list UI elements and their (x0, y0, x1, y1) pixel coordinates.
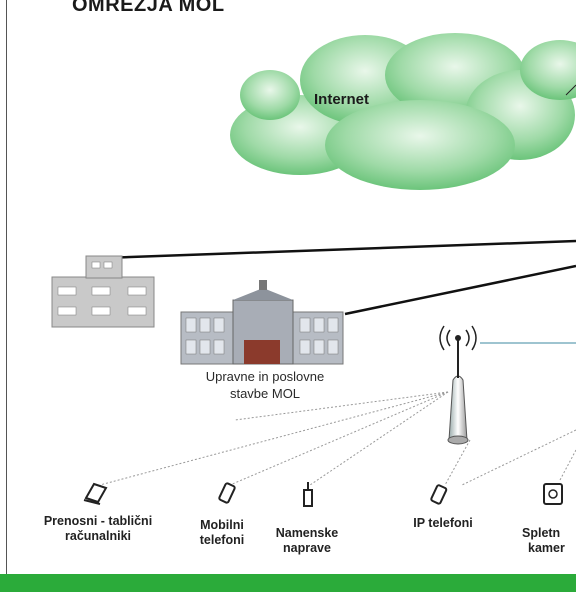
internet-cloud-icon (230, 33, 576, 190)
mobile-phone-icon (218, 482, 236, 504)
backbone-line (102, 239, 576, 260)
device-label-line1: Prenosni - tablični (43, 514, 153, 528)
footer-bar (0, 574, 576, 592)
wireless-tower-icon (439, 325, 477, 445)
device-label-ip-phones: IP telefoni (396, 516, 490, 531)
device-label-line1: Mobilni (200, 518, 244, 532)
diagram-frame (6, 0, 576, 574)
building-label: Upravne in poslovne stavbe MOL (175, 368, 355, 402)
device-label-line2: kamer (528, 541, 565, 555)
internet-label: Internet (314, 91, 370, 108)
cloud-link-line (565, 84, 576, 96)
laptop-icon (83, 482, 108, 505)
device-label-webcams: Spletn kamer (522, 526, 576, 556)
device-label-line1: IP telefoni (413, 516, 473, 530)
dedicated-device-icon (303, 482, 313, 507)
device-label-laptops: Prenosni - tablični računalniki (20, 514, 176, 544)
device-label-line2: telefoni (199, 533, 245, 547)
office-building-icon (51, 255, 155, 328)
device-label-dedicated: Namenske naprave (262, 526, 352, 556)
device-label-line1: Spletn (522, 526, 561, 540)
building-label-line1: Upravne in poslovne (205, 369, 325, 384)
diagram-title: OMREŽJA MOL (72, 0, 225, 16)
device-label-line1: Namenske (275, 526, 339, 540)
building-label-line2: stavbe MOL (229, 386, 301, 401)
device-label-mobiles: Mobilni telefoni (186, 518, 258, 548)
webcam-icon (543, 483, 563, 505)
wireless-links (99, 391, 576, 486)
device-label-line2: računalniki (65, 529, 131, 543)
device-label-line2: naprave (283, 541, 331, 555)
city-hall-building-icon (180, 280, 344, 365)
ip-phone-icon (430, 484, 448, 505)
building-link-line (344, 264, 576, 316)
